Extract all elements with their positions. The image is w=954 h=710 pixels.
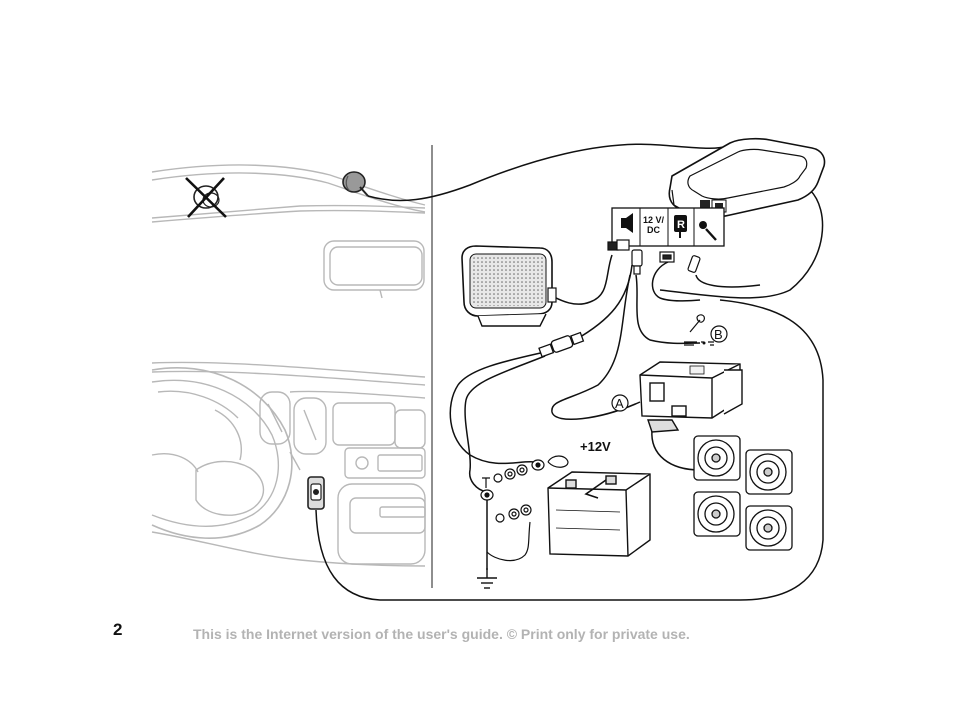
mic-incorrect-placement [185, 177, 227, 218]
ground-symbol [477, 568, 497, 589]
car-battery [547, 471, 651, 557]
terminal-hardware [480, 455, 569, 562]
loudspeaker [461, 245, 557, 327]
car-speakers [693, 435, 793, 551]
port-label-strip: 12 V/ DC R [611, 207, 725, 247]
lighter-plug-dashboard [307, 476, 325, 510]
rear-view-mirror [323, 240, 425, 291]
svg-text:R: R [677, 219, 685, 231]
microphone [342, 171, 369, 197]
microphone-icon [699, 221, 717, 241]
footer-note: This is the Internet version of the user… [193, 626, 690, 642]
voltage-label: +12V [580, 439, 611, 454]
radio-port-icon: R [674, 215, 687, 238]
callout-b: B [684, 314, 728, 346]
svg-text:A: A [615, 396, 624, 411]
inline-fuse [538, 331, 585, 358]
power-port-label-line2: DC [647, 225, 660, 235]
car-radio [639, 361, 743, 433]
car-interior [151, 164, 426, 567]
speaker-icon [621, 213, 633, 233]
cables [315, 143, 824, 601]
steering-wheel [151, 367, 293, 539]
page-number: 2 [113, 620, 123, 639]
callout-a: A [611, 394, 629, 412]
connectors [607, 239, 701, 275]
power-port-label-line1: 12 V/ [643, 215, 665, 225]
handsfree-unit: ▮▮▮▮ [668, 137, 826, 218]
svg-text:B: B [714, 327, 723, 342]
